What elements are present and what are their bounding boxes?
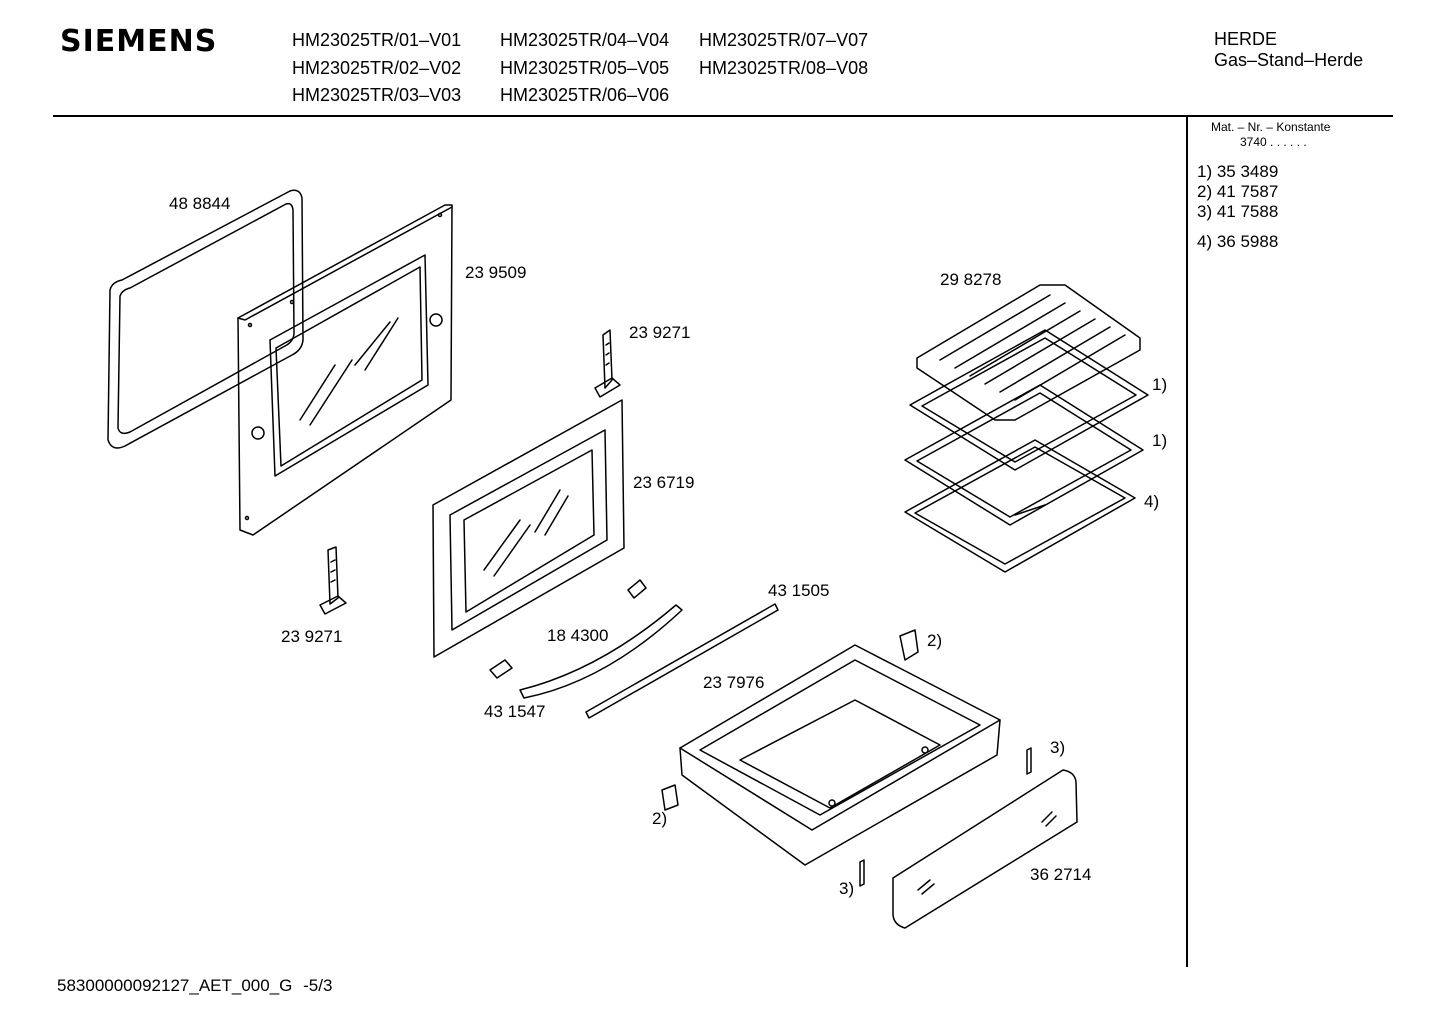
part-label: 23 6719 — [633, 473, 695, 492]
part-label: 23 9509 — [465, 263, 527, 282]
model-number: HM23025TR/06–V06 — [500, 85, 670, 105]
material-number-label: Mat. – Nr. – Konstante — [1211, 120, 1331, 134]
part-label: 43 1505 — [768, 581, 830, 600]
document-number: 58300000092127_AET_000_G — [57, 976, 293, 995]
model-number: HM23025TR/07–V07 — [699, 30, 869, 50]
storage-drawer — [679, 644, 1001, 866]
model-number: HM23025TR/08–V08 — [699, 58, 869, 78]
part-label: 23 9271 — [281, 627, 343, 646]
model-number: HM23025TR/03–V03 — [292, 85, 462, 105]
model-number: HM23025TR/05–V05 — [500, 58, 670, 78]
variant-item: 1) 35 3489 — [1197, 162, 1279, 181]
part-label: 18 4300 — [547, 626, 609, 645]
baking-tray — [904, 384, 1144, 526]
variant-reference: 3) — [1050, 738, 1066, 757]
hinge-top — [594, 329, 621, 398]
part-label: 23 9271 — [629, 323, 691, 342]
variant-reference: 4) — [1144, 492, 1160, 511]
brand-logo: SIEMENS — [60, 24, 218, 59]
page-number: -5/3 — [303, 976, 333, 995]
roasting-tray — [904, 439, 1136, 573]
variant-reference: 2) — [652, 809, 668, 828]
header-divider — [53, 115, 1393, 117]
drawer-front-panel — [892, 769, 1078, 929]
variant-reference: 3) — [839, 879, 855, 898]
variant-item: 4) 36 5988 — [1197, 232, 1279, 251]
door-seal — [107, 189, 304, 449]
part-label: 48 8844 — [169, 194, 231, 213]
trim-strip — [585, 603, 779, 719]
document-id: 58300000092127_AET_000_G -5/3 — [57, 976, 332, 996]
drawer-clip — [899, 629, 919, 661]
sidebar-divider — [1186, 117, 1188, 967]
door-handle — [489, 579, 683, 699]
variant-reference: 2) — [927, 631, 943, 650]
part-label: 43 1547 — [484, 702, 546, 721]
model-number: HM23025TR/01–V01 — [292, 30, 462, 50]
model-number: HM23025TR/02–V02 — [292, 58, 462, 78]
model-number: HM23025TR/04–V04 — [500, 30, 670, 50]
variant-item: 3) 41 7588 — [1197, 202, 1279, 221]
part-label: 23 7976 — [703, 673, 765, 692]
part-label: 36 2714 — [1030, 865, 1092, 884]
variant-item: 2) 41 7587 — [1197, 182, 1279, 201]
hinge-bottom — [319, 546, 347, 615]
part-label: 29 8278 — [940, 270, 1002, 289]
constant-value: 3740 . . . . . . — [1240, 135, 1307, 149]
category-title: HERDE — [1214, 29, 1278, 49]
variant-reference: 1) — [1152, 431, 1168, 450]
drawer-fastener — [859, 859, 865, 887]
inner-door-frame — [237, 204, 453, 536]
outer-door-glass — [432, 399, 625, 658]
drawer-clip — [661, 784, 679, 811]
category-subtitle: Gas–Stand–Herde — [1214, 50, 1364, 70]
variant-reference: 1) — [1152, 375, 1168, 394]
baking-tray — [909, 329, 1149, 471]
drawer-fastener — [1026, 747, 1032, 775]
grill-rack — [916, 284, 1141, 421]
